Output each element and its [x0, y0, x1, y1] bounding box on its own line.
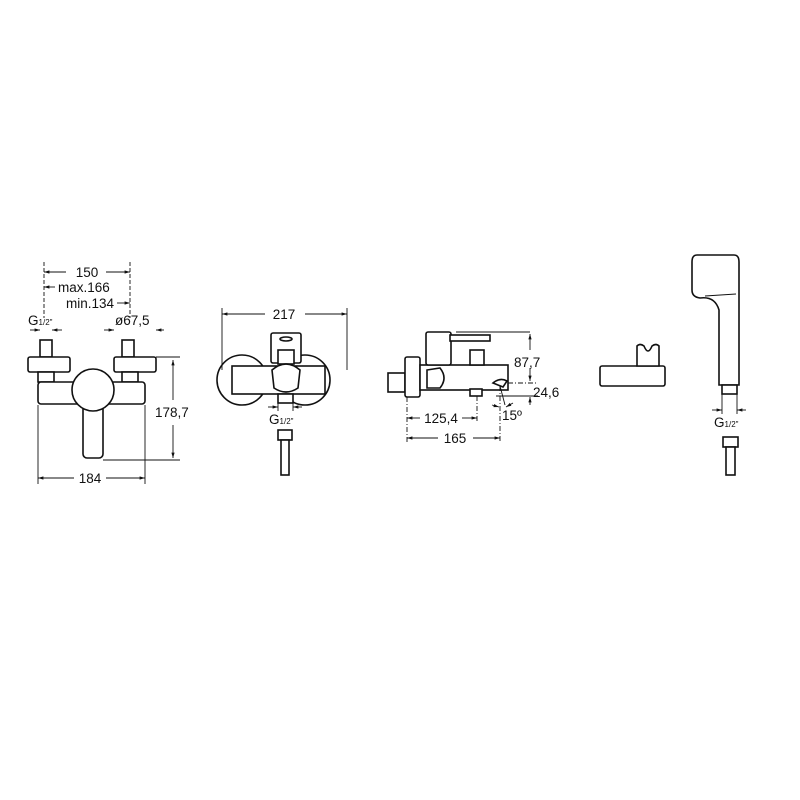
- front-view-mixer: [27, 339, 157, 459]
- bottom-view-dimensions: [221, 308, 348, 411]
- angle-15: 15º: [502, 408, 522, 423]
- thread-g-half-front: G1/2": [28, 313, 53, 328]
- dim-184: 184: [79, 471, 102, 486]
- bottom-view-mixer: [216, 332, 331, 476]
- dim-87-7: 87,7: [514, 355, 540, 370]
- side-view-dimensions: [406, 334, 538, 442]
- shower-holder: [599, 343, 666, 387]
- dim-max-166: max.166: [58, 280, 110, 295]
- thread-g-half-bottom: G1/2": [269, 412, 294, 427]
- dim-178-7: 178,7: [155, 405, 189, 420]
- dim-165: 165: [444, 431, 467, 446]
- side-view-mixer: [387, 331, 530, 398]
- dim-diameter-67-5: ø67,5: [115, 313, 150, 328]
- hand-shower: [691, 254, 746, 476]
- dim-min-134: min.134: [66, 296, 115, 311]
- front-view-dimensions: [30, 262, 180, 484]
- thread-g-half-shower: G1/2": [714, 415, 739, 430]
- dim-150: 150: [76, 265, 99, 280]
- dim-217: 217: [273, 307, 296, 322]
- dim-125-4: 125,4: [424, 411, 458, 426]
- dim-24-6: 24,6: [533, 385, 559, 400]
